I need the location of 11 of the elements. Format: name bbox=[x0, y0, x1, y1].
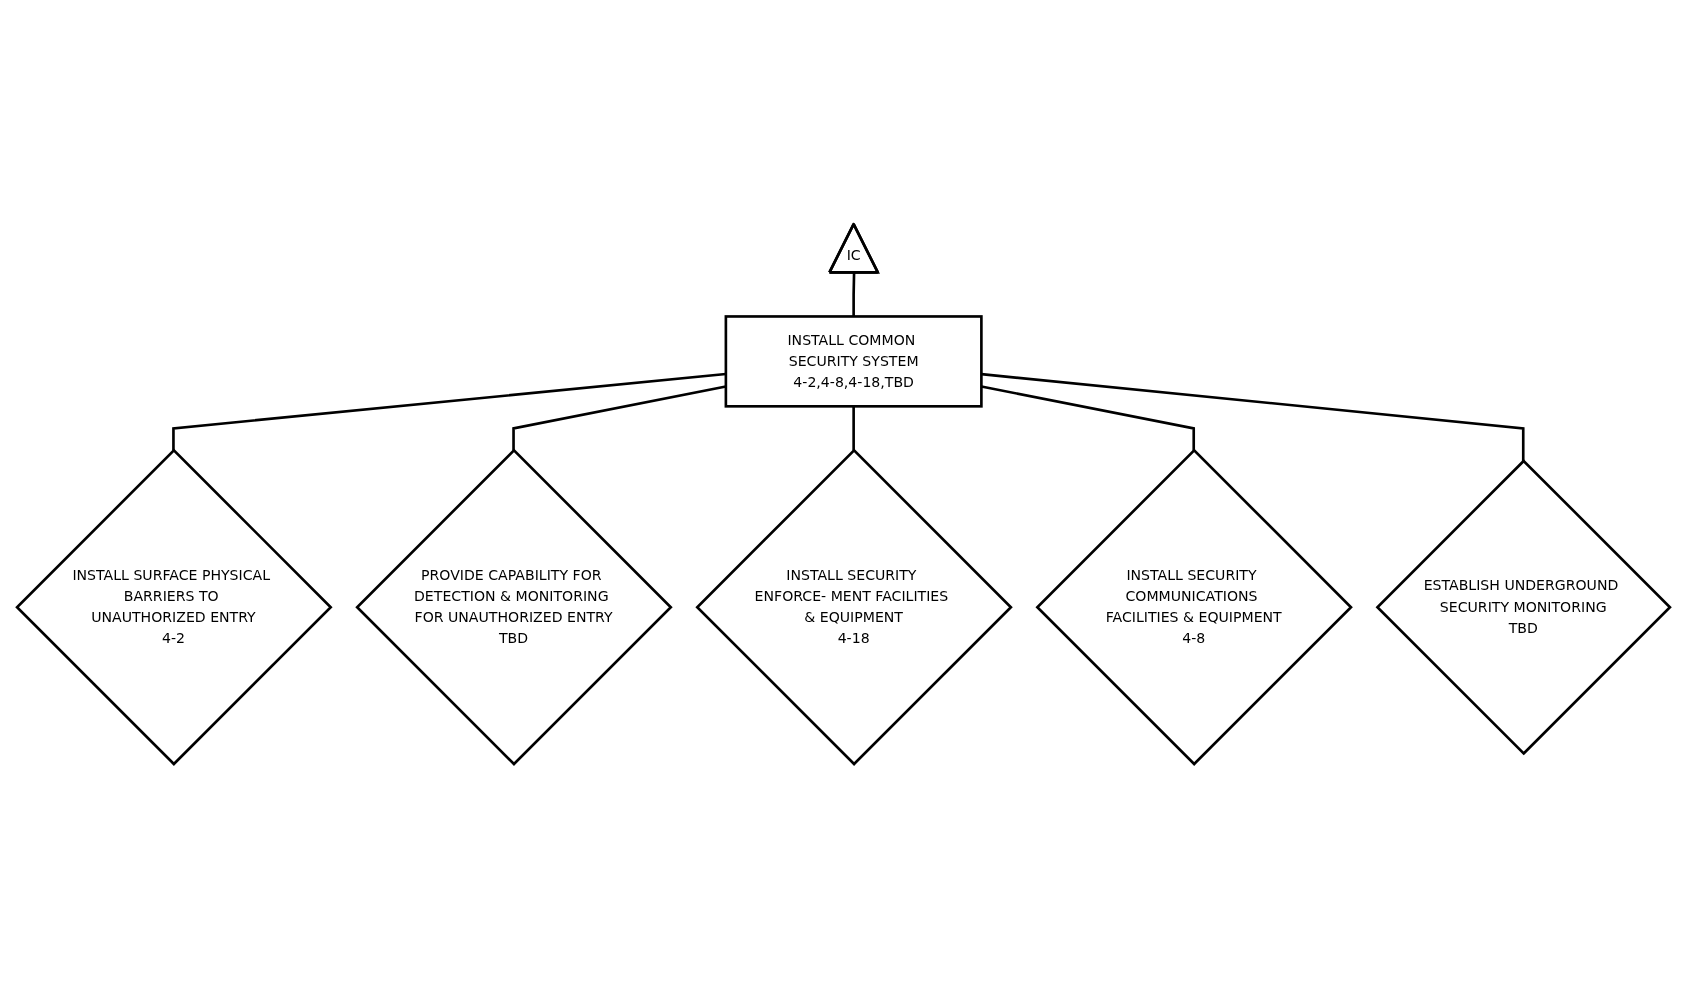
node-box: INSTALL COMMON SECURITY SYSTEM 4-2,4-8,4-18,TBD bbox=[724, 315, 983, 408]
node-diamond: INSTALL SECURITY ENFORCE- MENT FACILITIES & EQUIPMENT 4-18 bbox=[695, 448, 1013, 766]
connector bbox=[852, 272, 856, 317]
node-diamond: INSTALL SURFACE PHYSICAL BARRIERS TO UNAUTHORIZED ENTRY 4-2 bbox=[15, 448, 333, 766]
connector bbox=[172, 372, 726, 451]
connector bbox=[981, 372, 1525, 461]
node-diamond: INSTALL SECURITY COMMUNICATIONS FACILITIES & EQUIPMENT 4-8 bbox=[1035, 448, 1353, 766]
node-diamond: PROVIDE CAPABILITY FOR DETECTION & MONITORING FOR UNAUTHORIZED ENTRY TBD bbox=[355, 448, 673, 766]
node-diamond: ESTABLISH UNDERGROUND SECURITY MONITORING TBD bbox=[1375, 459, 1672, 756]
connector bbox=[852, 406, 855, 451]
connector bbox=[981, 385, 1196, 451]
